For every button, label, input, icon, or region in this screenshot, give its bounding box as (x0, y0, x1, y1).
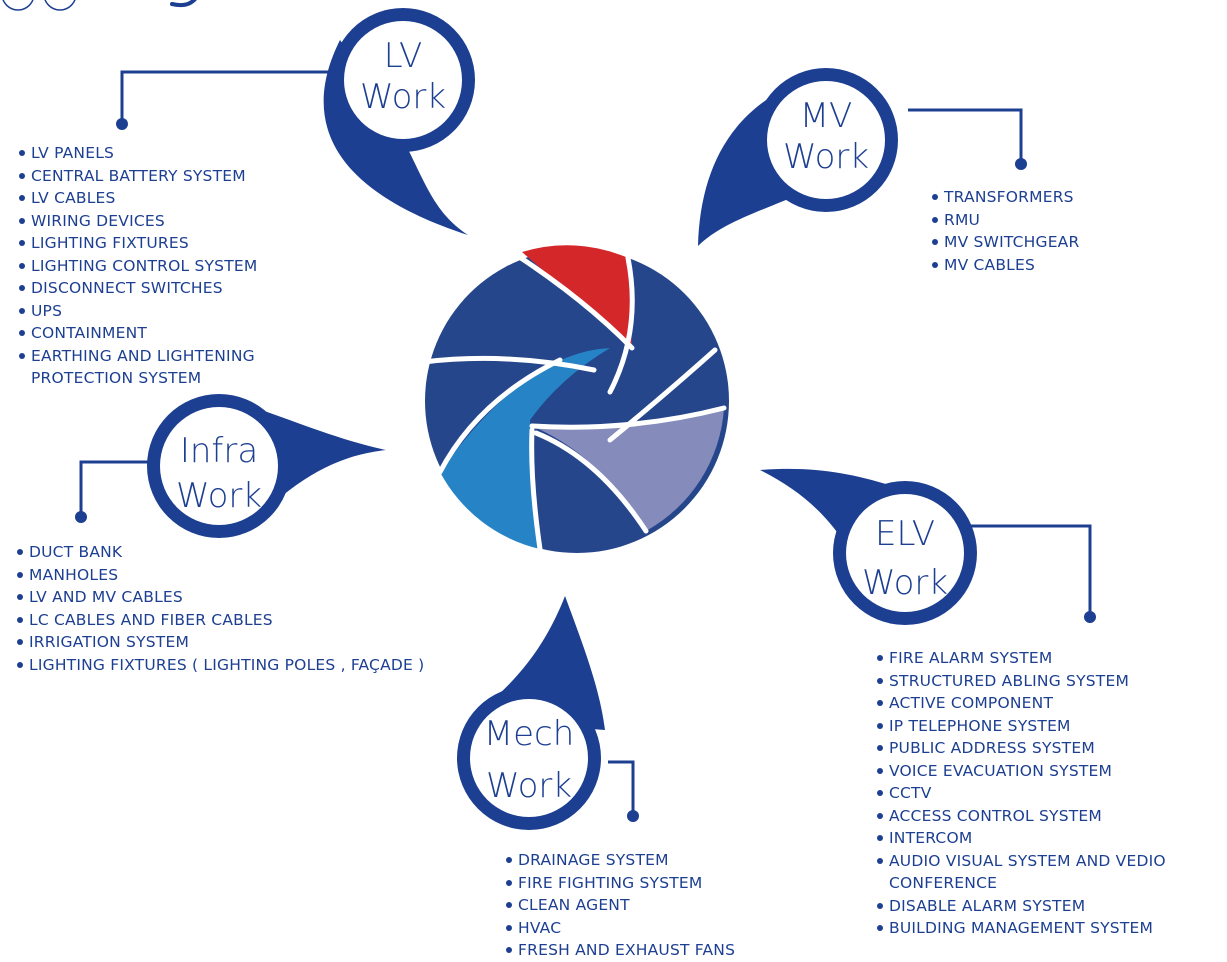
list-item: CENTRAL BATTERY SYSTEM (18, 165, 328, 188)
list-item: LIGHTING FIXTURES ( LIGHTING POLES , FAÇ… (16, 654, 516, 677)
list-item: CCTV (876, 782, 1221, 805)
lv-item-list: LV PANELS CENTRAL BATTERY SYSTEM LV CABL… (18, 142, 328, 390)
list-item: PUBLIC ADDRESS SYSTEM (876, 737, 1221, 760)
elv-title-line1: ELV (875, 514, 935, 554)
mv-dot (1015, 158, 1027, 170)
list-item: DRAINAGE SYSTEM (505, 849, 795, 872)
infra-title-line1: Infra (180, 431, 258, 471)
list-item: LV CABLES (18, 187, 328, 210)
infra-item-list: DUCT BANK MANHOLES LV AND MV CABLES LC C… (16, 541, 516, 676)
lv-title-line1: LV (384, 36, 422, 76)
mech-pin: Mech Work (457, 596, 605, 830)
lv-dot (116, 118, 128, 130)
lv-connector (120, 70, 340, 122)
list-item: DISABLE ALARM SYSTEM (876, 895, 1221, 918)
elv-dot (1084, 611, 1096, 623)
list-item: FIRE ALARM SYSTEM (876, 647, 1221, 670)
list-item: LIGHTING FIXTURES (18, 232, 328, 255)
list-item: EARTHING AND LIGHTENING PROTECTION SYSTE… (18, 345, 321, 390)
list-item: STRUCTURED ABLING SYSTEM (876, 670, 1221, 693)
mech-title-line2: Work (486, 766, 572, 806)
list-item: DISCONNECT SWITCHES (18, 277, 328, 300)
infra-title-line2: Work (176, 476, 262, 516)
connector-dots (75, 118, 1096, 822)
mech-item-list: DRAINAGE SYSTEM FIRE FIGHTING SYSTEM CLE… (505, 849, 795, 962)
list-item: CONTAINMENT (18, 322, 328, 345)
list-item: ACTIVE COMPONENT (876, 692, 1221, 715)
lv-pin: LV Work (323, 8, 475, 235)
aperture-blade-lines (421, 251, 727, 552)
mv-connector (908, 108, 1023, 160)
list-item: BUILDING MANAGEMENT SYSTEM (876, 917, 1221, 940)
header-icons (2, 0, 197, 11)
list-item: INTERCOM (876, 827, 1221, 850)
aperture-logo (421, 245, 729, 553)
mv-title-line2: Work (783, 137, 869, 177)
list-item: MV CABLES (931, 254, 1131, 277)
mech-connector (608, 760, 635, 812)
mv-item-list: TRANSFORMERS RMU MV SWITCHGEAR MV CABLES (931, 186, 1131, 276)
infra-pin: Infra Work (147, 394, 386, 538)
list-item: HVAC (505, 917, 795, 940)
list-item: MV SWITCHGEAR (931, 231, 1131, 254)
header-circle-icon (2, 0, 34, 11)
list-item: FIRE FIGHTING SYSTEM (505, 872, 795, 895)
infra-connector (79, 460, 150, 514)
aperture-lavender-blade (532, 408, 724, 531)
list-item: LIGHTING CONTROL SYSTEM (18, 255, 328, 278)
mv-title-line1: MV (800, 96, 853, 136)
list-item: FRESH AND EXHAUST FANS (505, 939, 795, 962)
list-item: LC CABLES AND FIBER CABLES (16, 609, 516, 632)
list-item: IP TELEPHONE SYSTEM (876, 715, 1221, 738)
list-item: WIRING DEVICES (18, 210, 328, 233)
list-item: TRANSFORMERS (931, 186, 1131, 209)
list-item: AUDIO VISUAL SYSTEM AND VEDIO CONFERENCE (876, 850, 1219, 895)
list-item: CLEAN AGENT (505, 894, 795, 917)
list-item: UPS (18, 300, 328, 323)
aperture-light-blue-blade (440, 348, 610, 549)
infra-dot (75, 511, 87, 523)
header-mark-icon (170, 0, 197, 8)
list-item: IRRIGATION SYSTEM (16, 631, 516, 654)
elv-pin: ELV Work (760, 468, 977, 625)
elv-connector (970, 524, 1092, 614)
lv-title-line2: Work (360, 77, 446, 117)
mech-dot (627, 810, 639, 822)
list-item: VOICE EVACUATION SYSTEM (876, 760, 1221, 783)
list-item: LV AND MV CABLES (16, 586, 516, 609)
mv-pin: MV Work (698, 68, 898, 246)
elv-title-line2: Work (862, 563, 948, 603)
connectors (79, 70, 1092, 812)
mech-title-line1: Mech (484, 714, 575, 754)
header-circle-icon (44, 0, 76, 11)
list-item: DUCT BANK (16, 541, 516, 564)
list-item: LV PANELS (18, 142, 328, 165)
list-item: ACCESS CONTROL SYSTEM (876, 805, 1221, 828)
elv-item-list: FIRE ALARM SYSTEM STRUCTURED ABLING SYST… (876, 647, 1221, 940)
list-item: MANHOLES (16, 564, 516, 587)
list-item: RMU (931, 209, 1131, 232)
